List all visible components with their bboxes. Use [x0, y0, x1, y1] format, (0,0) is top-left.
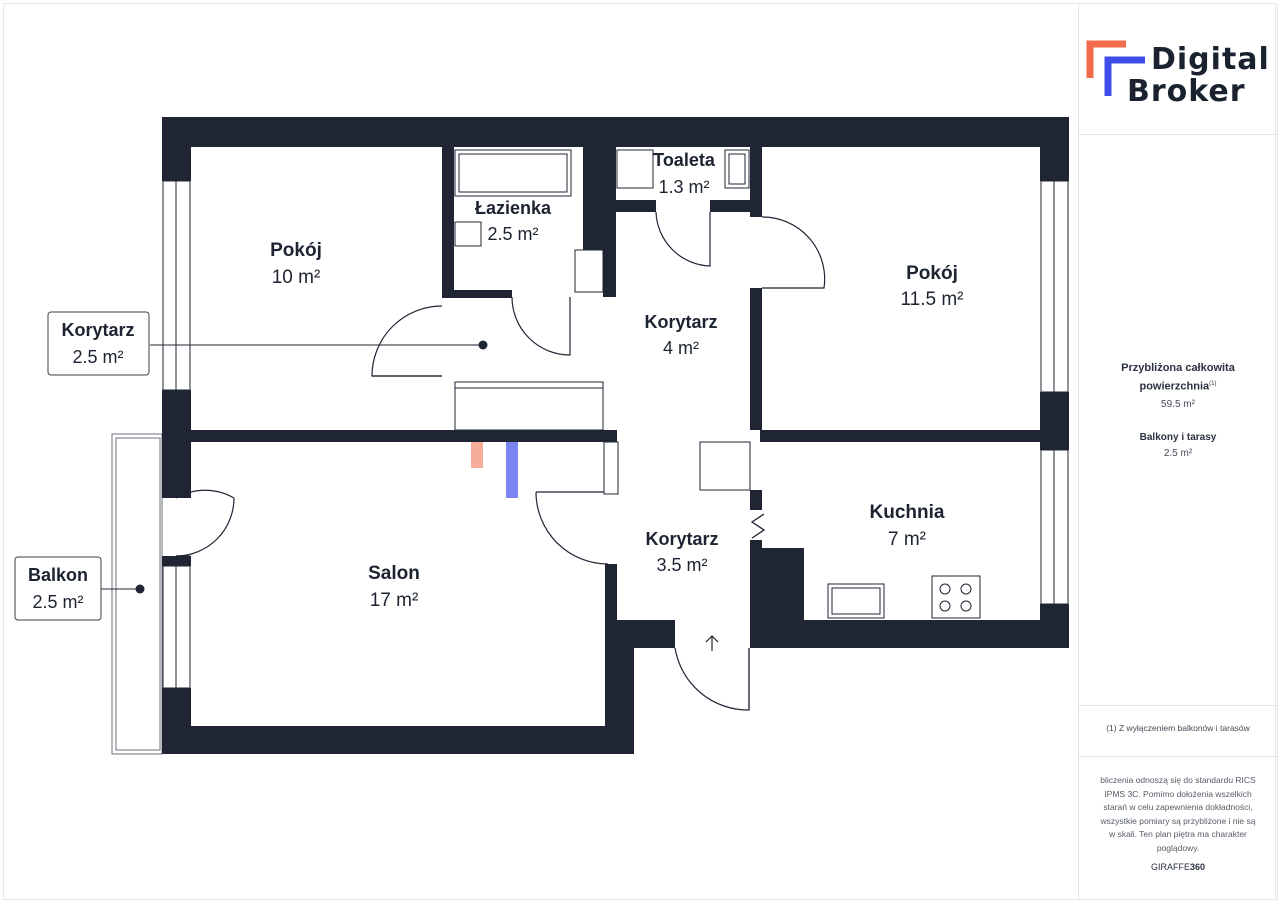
room-area-korytarz1: 4 m²: [663, 338, 699, 358]
room-area-pokoj1: 10 m²: [272, 267, 321, 288]
room-name-korytarz2: Korytarz: [61, 320, 134, 340]
windows: [162, 180, 1069, 689]
total-area-label: Przybliżona całkowita powierzchnia(1): [1121, 362, 1235, 393]
room-area-kuchnia: 7 m²: [888, 529, 926, 550]
brand-name-line2: Broker: [1127, 74, 1246, 109]
room-area-lazienka: 2.5 m²: [487, 224, 538, 244]
room-name-pokoj2: Pokój: [906, 263, 958, 284]
room-name-korytarz3: Korytarz: [645, 529, 718, 549]
room-area-salon: 17 m²: [370, 590, 419, 611]
korytarz-callout-box: [47, 311, 150, 376]
room-name-lazienka: Łazienka: [475, 198, 552, 218]
page-frame: [3, 3, 1276, 900]
room-name-salon: Salon: [368, 563, 420, 584]
balcony-area-label: Balkony i tarasy: [1139, 432, 1217, 443]
zigzag-break: [750, 513, 766, 539]
room-area-korytarz3: 3.5 m²: [656, 555, 707, 575]
total-area-block: Przybliżona całkowita powierzchnia(1) 59…: [1079, 360, 1277, 413]
giraffe360-credit: GIRAFFE360: [1150, 862, 1206, 872]
balcony-area-value: 2.5 m²: [1163, 448, 1193, 459]
room-name-korytarz1: Korytarz: [644, 312, 717, 332]
total-area-value: 59.5 m²: [1161, 398, 1195, 410]
divider: [1079, 705, 1277, 706]
callout-leaders: [101, 344, 483, 590]
callout-dot: [135, 584, 145, 594]
brand-mark-icon: [1086, 40, 1145, 96]
room-area-toaleta: 1.3 m²: [658, 177, 709, 197]
room-area-pokoj2: 11.5 m²: [900, 289, 963, 310]
divider: [1079, 756, 1277, 757]
room-name-toaleta: Toaleta: [653, 150, 716, 170]
balkon-callout-box: [14, 556, 102, 621]
brand-name-line1: Digital: [1151, 42, 1270, 77]
disclaimer: bliczenia odnoszą się do standardu RICS …: [1100, 775, 1256, 853]
room-name-kuchnia: Kuchnia: [870, 502, 945, 523]
room-name-pokoj1: Pokój: [270, 240, 322, 261]
info-sidebar: Digital Broker Przybliżona całkowita pow…: [1078, 4, 1278, 901]
room-area-korytarz2: 2.5 m²: [72, 347, 123, 367]
balcony-outline: [111, 433, 163, 755]
doors: [175, 211, 826, 711]
balcony-area-block: Balkony i tarasy 2.5 m²: [1079, 430, 1277, 462]
room-name-balkon: Balkon: [28, 565, 88, 585]
callout-dot: [478, 340, 488, 350]
entrance-arrow-icon: [705, 635, 719, 651]
fixtures: [454, 149, 981, 619]
walls: [162, 117, 1069, 754]
brand-logo: Digital Broker: [1079, 4, 1277, 134]
room-area-balkon: 2.5 m²: [32, 592, 83, 612]
floor-plan: Pokój 10 m² Łazienka 2.5 m² Toaleta 1.3 …: [14, 117, 1069, 755]
footnote: (1) Z wyłączeniem balkonów i tarasów: [1106, 723, 1250, 733]
divider: [1079, 134, 1277, 135]
